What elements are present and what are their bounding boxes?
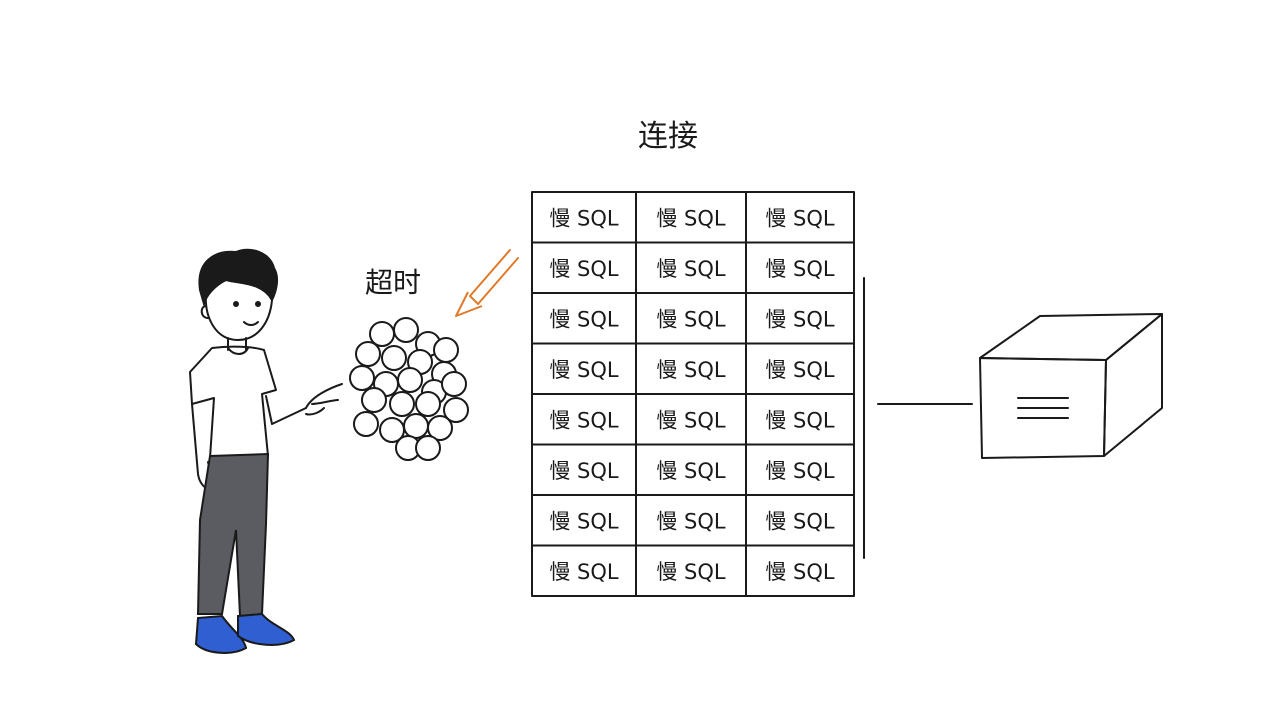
slow-sql-cell: 慢 SQL xyxy=(765,560,835,584)
request-bubble xyxy=(393,317,419,343)
slow-sql-cell: 慢 SQL xyxy=(656,206,726,230)
timeout-label: 超时 xyxy=(365,266,421,299)
slow-sql-cell: 慢 SQL xyxy=(765,206,835,230)
slow-sql-cell: 慢 SQL xyxy=(549,509,619,533)
request-bubble xyxy=(389,391,415,417)
slow-sql-cell: 慢 SQL xyxy=(656,307,726,331)
slow-sql-cell: 慢 SQL xyxy=(549,459,619,483)
request-bubble xyxy=(415,435,441,461)
request-bubble xyxy=(415,391,441,417)
slow-sql-cell: 慢 SQL xyxy=(765,257,835,281)
slow-sql-cell: 慢 SQL xyxy=(765,408,835,432)
request-bubble xyxy=(397,367,423,393)
request-bubble xyxy=(381,345,407,371)
slow-sql-cell: 慢 SQL xyxy=(549,560,619,584)
slow-sql-cell: 慢 SQL xyxy=(656,257,726,281)
request-bubble xyxy=(355,341,381,367)
request-bubble xyxy=(403,413,429,439)
request-bubble xyxy=(427,415,453,441)
request-bubble xyxy=(441,371,467,397)
database-box-icon xyxy=(979,313,1163,459)
slow-sql-cell: 慢 SQL xyxy=(656,560,726,584)
diagram-title: 连接 xyxy=(638,119,698,154)
slow-sql-cell: 慢 SQL xyxy=(549,358,619,382)
request-bubble xyxy=(443,397,469,423)
request-bubble xyxy=(361,387,387,413)
slow-sql-cell: 慢 SQL xyxy=(549,307,619,331)
request-bubble xyxy=(353,411,379,437)
slow-sql-cell: 慢 SQL xyxy=(765,358,835,382)
slow-sql-cell: 慢 SQL xyxy=(765,459,835,483)
slow-sql-cell: 慢 SQL xyxy=(656,408,726,432)
slow-sql-cell: 慢 SQL xyxy=(765,307,835,331)
request-bubbles-icon xyxy=(349,317,469,461)
orange-arrow-icon xyxy=(455,249,519,317)
slow-sql-cell: 慢 SQL xyxy=(656,509,726,533)
connection-pool-grid: 慢 SQL 慢 SQL 慢 SQL 慢 SQL 慢 SQL 慢 SQL 慢 SQL 慢 SQL… xyxy=(531,191,855,597)
slow-sql-cell: 慢 SQL xyxy=(765,509,835,533)
slow-sql-cell: 慢 SQL xyxy=(549,257,619,281)
slow-sql-cell: 慢 SQL xyxy=(656,358,726,382)
slow-sql-cell: 慢 SQL xyxy=(656,459,726,483)
request-bubble xyxy=(349,365,375,391)
request-bubble xyxy=(433,337,459,363)
slow-sql-cell: 慢 SQL xyxy=(549,408,619,432)
person-pointing-icon xyxy=(189,248,343,654)
slow-sql-cell: 慢 SQL xyxy=(549,206,619,230)
